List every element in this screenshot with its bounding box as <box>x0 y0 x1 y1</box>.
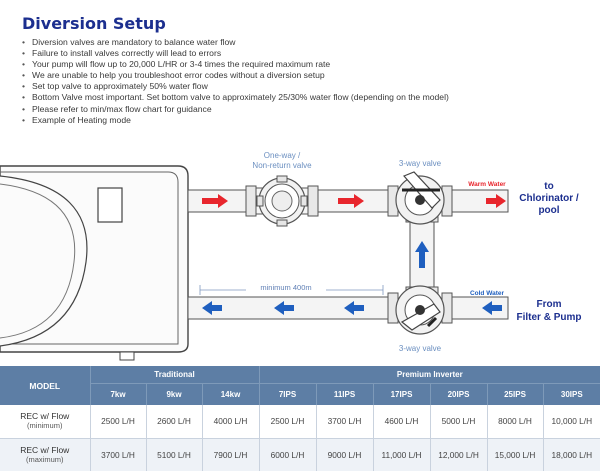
arrow-left-icon <box>482 301 502 315</box>
table-cell: 7900 L/H <box>201 438 260 471</box>
destination-label: Chlorinator / <box>519 193 579 204</box>
flow-rate-table: MODEL Traditional Premium Inverter 7kw 9… <box>0 366 600 471</box>
list-item: Failure to install valves correctly will… <box>22 48 592 59</box>
one-way-valve-label: One-way / <box>264 151 301 160</box>
model-column-header: 7kw <box>90 382 146 405</box>
list-item: Please refer to min/max flow chart for g… <box>22 104 592 115</box>
cold-flow-arrows <box>202 241 502 315</box>
table-cell: 2500 L/H <box>89 405 146 439</box>
heat-pump-unit <box>0 165 189 361</box>
table-cell: 2500 L/H <box>258 405 317 439</box>
minimum-distance-marker: minimum 400m <box>199 282 384 295</box>
table-cell: 2600 L/H <box>145 405 202 439</box>
list-item: Set top valve to approximately 50% water… <box>22 81 592 92</box>
table-cell: 9000 L/H <box>315 438 374 471</box>
arrow-right-icon <box>486 194 506 208</box>
destination-label: pool <box>538 205 559 216</box>
arrow-up-icon <box>415 241 429 268</box>
destination-label: to <box>544 181 553 192</box>
model-header: MODEL <box>0 366 91 405</box>
three-way-valve-bottom <box>387 285 453 335</box>
arrow-left-icon <box>202 301 222 315</box>
cold-water-label: Cold Water <box>470 290 505 297</box>
three-way-valve-top <box>387 171 453 225</box>
page-title: Diversion Setup <box>22 14 166 33</box>
row-header: REC w/ Flow(minimum) <box>0 405 90 439</box>
table-cell: 6000 L/H <box>258 438 317 471</box>
unit-panel-icon <box>97 187 123 223</box>
arrow-right-icon <box>338 194 364 208</box>
three-way-valve-bottom-label: 3-way valve <box>399 344 442 353</box>
table-cell: 12,000 L/H <box>429 438 488 471</box>
table-row: REC w/ Flow(minimum) 2500 L/H 2600 L/H 4… <box>0 405 600 439</box>
group-header-traditional: Traditional <box>90 366 260 383</box>
row-header: REC w/ Flow(maximum) <box>0 438 90 471</box>
three-way-valve-top-label: 3-way valve <box>399 159 442 168</box>
model-column-header: 17IPS <box>372 382 431 405</box>
warm-water-label: Warm Water <box>468 181 506 188</box>
one-way-valve <box>245 175 319 227</box>
table-cell: 5100 L/H <box>145 438 202 471</box>
plumbing-diagram: minimum 400m One-way / Non-return valve … <box>0 151 582 361</box>
one-way-valve-label: Non-return valve <box>252 161 312 170</box>
table-cell: 3700 L/H <box>315 405 374 439</box>
model-column-header: 11IPS <box>315 382 374 405</box>
source-label: From <box>537 299 562 310</box>
list-item: Diversion valves are mandatory to balanc… <box>22 37 592 48</box>
table-cell: 18,000 L/H <box>542 438 600 471</box>
model-column-header: 7IPS <box>258 382 317 405</box>
table-cell: 15,000 L/H <box>486 438 544 471</box>
minimum-distance-label: minimum 400m <box>260 283 311 292</box>
warm-flow-arrows <box>202 194 506 208</box>
model-column-header: 9kw <box>145 382 202 405</box>
model-column-header: 14kw <box>201 382 260 405</box>
arrow-right-icon <box>202 194 228 208</box>
list-item: Bottom Valve most important. Set bottom … <box>22 92 592 103</box>
instruction-list: Diversion valves are mandatory to balanc… <box>22 37 592 126</box>
table-cell: 3700 L/H <box>89 438 146 471</box>
table-cell: 5000 L/H <box>429 405 488 439</box>
model-column-header: 25IPS <box>486 382 544 405</box>
table-row: REC w/ Flow(maximum) 3700 L/H 5100 L/H 7… <box>0 438 600 471</box>
model-column-header: 20IPS <box>429 382 488 405</box>
list-item: Example of Heating mode <box>22 115 592 126</box>
list-item: Your pump will flow up to 20,000 L/HR or… <box>22 59 592 70</box>
table-cell: 10,000 L/H <box>542 405 600 439</box>
table-cell: 8000 L/H <box>486 405 544 439</box>
table-cell: 4000 L/H <box>201 405 260 439</box>
arrow-left-icon <box>274 301 294 315</box>
source-label: Filter & Pump <box>516 312 581 323</box>
list-item: We are unable to help you troubleshoot e… <box>22 70 592 81</box>
table-cell: 11,000 L/H <box>372 438 431 471</box>
model-column-header: 30IPS <box>542 382 600 405</box>
arrow-left-icon <box>344 301 364 315</box>
table-cell: 4600 L/H <box>372 405 431 439</box>
group-header-inverter: Premium Inverter <box>258 366 600 383</box>
